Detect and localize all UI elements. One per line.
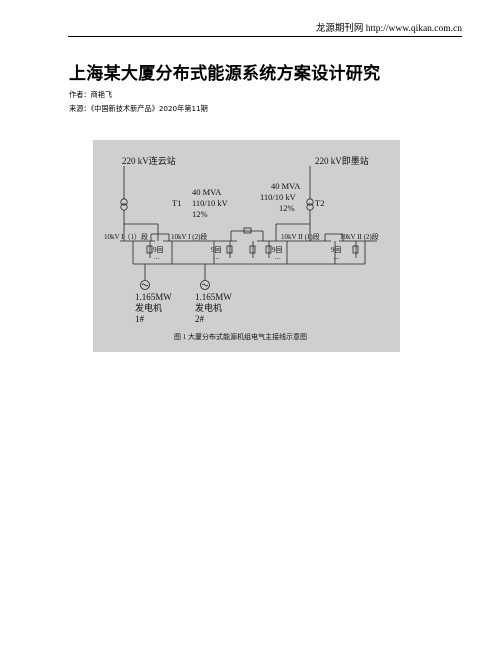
t2-capacity: 40 MVA [271, 181, 301, 191]
bus-2-2-label: 10kV II (2)段 [340, 232, 379, 241]
t2-impedance: 12% [279, 203, 295, 213]
t1-name: T1 [172, 198, 181, 208]
generator-2-symbol [200, 280, 210, 290]
generator-1-symbol [140, 280, 150, 290]
gen2-id: 2# [195, 314, 205, 324]
feeders-label-4: 9回 [331, 246, 342, 254]
t2-name: T2 [315, 198, 324, 208]
article-title: 上海某大厦分布式能源系统方案设计研究 [69, 64, 381, 84]
ellipsis-2: ··· [213, 255, 220, 263]
article-source: 来源：《中国新技术新产品》2020年第11期 [69, 104, 208, 113]
station-left-label: 220 kV连云站 [122, 155, 176, 166]
feeders-label-2: 9回 [211, 246, 222, 254]
t1-capacity: 40 MVA [192, 187, 222, 197]
wiring-diagram: 220 kV连云站 220 kV即墨站 40 MVA 110/10 kV 12%… [104, 155, 379, 341]
site-header: 龙源期刊网 http://www.qikan.com.cn [315, 24, 462, 34]
wiring-diagram-figure: 220 kV连云站 220 kV即墨站 40 MVA 110/10 kV 12%… [93, 140, 400, 352]
station-right-label: 220 kV即墨站 [315, 155, 369, 166]
figure-caption: 图 1 大厦分布式能源机组电气主接线示意图 [174, 332, 307, 341]
ellipsis-4: ··· [333, 255, 340, 263]
bus-2-1-label: 10kV II (1)段 [281, 232, 320, 241]
feeders-label-3: 9回 [272, 246, 283, 254]
ellipsis-3: ··· [274, 255, 281, 263]
feeders-label-1: 9回 [153, 246, 164, 254]
article-author: 作者：商艳飞 [69, 90, 113, 99]
ellipsis-1: ··· [153, 255, 160, 263]
bus-1-2-label: 10kV I (2)段 [171, 232, 207, 241]
t1-impedance: 12% [192, 209, 208, 219]
gen2-power: 1.165MW [195, 292, 232, 302]
bus-1-1-label: 10kV I（1）段 [104, 232, 148, 241]
gen1-power: 1.165MW [135, 292, 172, 302]
gen1-name: 发电机 [135, 302, 162, 313]
header-divider [68, 36, 462, 37]
t2-ratio: 110/10 kV [260, 192, 297, 202]
t1-ratio: 110/10 kV [192, 198, 229, 208]
gen2-name: 发电机 [195, 302, 222, 313]
gen1-id: 1# [135, 314, 145, 324]
